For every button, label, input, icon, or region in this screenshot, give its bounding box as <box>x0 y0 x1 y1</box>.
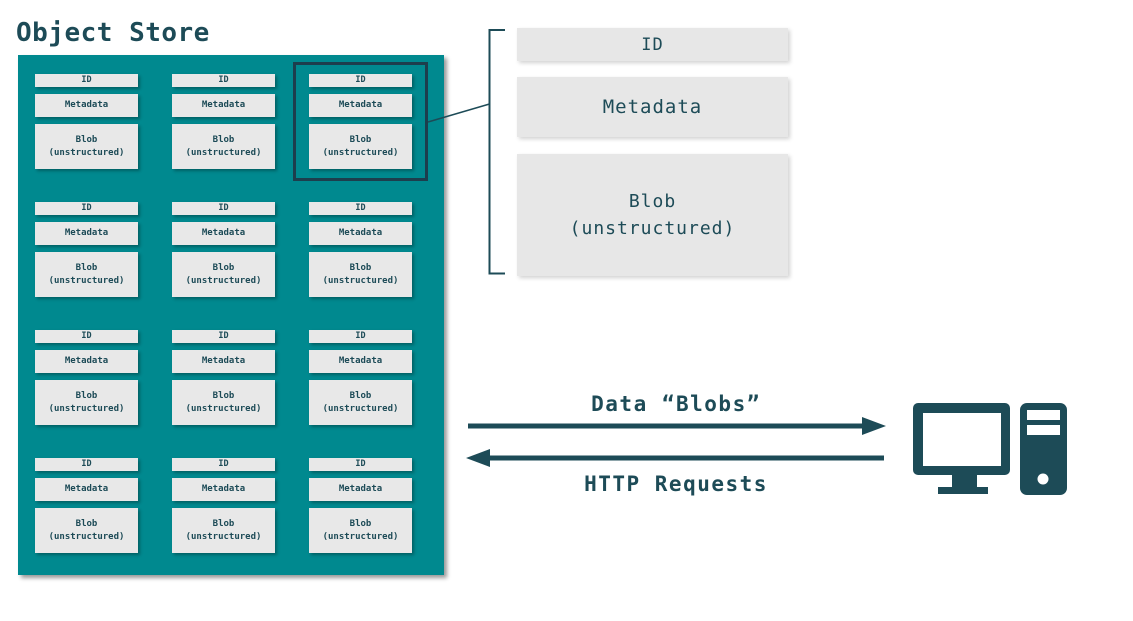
id-box: ID <box>309 458 412 471</box>
blob-label-line1: Blob <box>212 519 235 529</box>
object-cell-highlighted: ID Metadata Blob (unstructured) <box>309 74 412 169</box>
tower-slot-1 <box>1027 410 1060 420</box>
metadata-box: Metadata <box>35 350 138 373</box>
object-cell: ID Metadata Blob (unstructured) <box>35 202 138 297</box>
blob-label-line2: (unstructured) <box>322 147 399 158</box>
data-blobs-arrowhead-right-icon <box>862 417 886 435</box>
highlighted-cell-border <box>293 62 428 181</box>
blob-box: Blob (unstructured) <box>309 508 412 553</box>
blob-box: Blob (unstructured) <box>172 508 275 553</box>
blob-label-line1: Blob <box>212 135 235 145</box>
blob-box: Blob (unstructured) <box>35 124 138 169</box>
object-grid: ID Metadata Blob (unstructured) ID Metad… <box>35 74 412 553</box>
blob-label-line1: Blob <box>212 263 235 273</box>
blob-box: Blob (unstructured) <box>309 252 412 297</box>
tower-power-button <box>1037 473 1049 485</box>
tower-slot-2 <box>1027 425 1060 435</box>
monitor-stand <box>952 475 977 489</box>
id-box: ID <box>35 458 138 471</box>
metadata-box: Metadata <box>309 94 412 117</box>
detail-metadata-box: Metadata <box>517 77 788 137</box>
blob-label-line2: (unstructured) <box>48 403 125 414</box>
object-cell: ID Metadata Blob (unstructured) <box>35 74 138 169</box>
id-box: ID <box>35 202 138 215</box>
blob-label-line2: (unstructured) <box>322 403 399 414</box>
id-box: ID <box>309 330 412 343</box>
blob-label-line1: Blob <box>212 391 235 401</box>
object-cell: ID Metadata Blob (unstructured) <box>309 202 412 297</box>
blob-label-line1: Blob <box>75 391 98 401</box>
metadata-box: Metadata <box>172 94 275 117</box>
blob-label-line1: Blob <box>349 135 372 145</box>
blob-label-line2: (unstructured) <box>48 147 125 158</box>
blob-label-line2: (unstructured) <box>185 531 262 542</box>
blob-label-line2: (unstructured) <box>48 275 125 286</box>
id-box: ID <box>172 458 275 471</box>
metadata-box: Metadata <box>309 222 412 245</box>
id-box: ID <box>35 330 138 343</box>
blob-label-line1: Blob <box>349 519 372 529</box>
blob-box: Blob (unstructured) <box>35 508 138 553</box>
monitor-screen <box>923 413 1001 466</box>
page-title: Object Store <box>16 18 210 48</box>
metadata-box: Metadata <box>35 478 138 501</box>
desktop-computer-icon <box>913 403 1067 495</box>
id-box: ID <box>172 74 275 87</box>
detail-blob-line1: Blob <box>628 191 677 212</box>
monitor-base <box>938 487 988 494</box>
blob-label-line2: (unstructured) <box>322 275 399 286</box>
blob-label-line2: (unstructured) <box>185 403 262 414</box>
object-cell: ID Metadata Blob (unstructured) <box>309 330 412 425</box>
data-blobs-label: Data “Blobs” <box>591 392 761 416</box>
id-box: ID <box>35 74 138 87</box>
blob-label-line2: (unstructured) <box>185 147 262 158</box>
detail-id-box: ID <box>517 28 788 61</box>
blob-label-line1: Blob <box>349 263 372 273</box>
detail-bracket <box>488 29 505 275</box>
id-box: ID <box>172 202 275 215</box>
object-cell: ID Metadata Blob (unstructured) <box>172 202 275 297</box>
blob-box: Blob (unstructured) <box>35 252 138 297</box>
blob-box: Blob (unstructured) <box>309 124 412 169</box>
metadata-box: Metadata <box>172 478 275 501</box>
metadata-box: Metadata <box>172 222 275 245</box>
http-requests-label: HTTP Requests <box>584 472 768 496</box>
blob-box: Blob (unstructured) <box>309 380 412 425</box>
blob-box: Blob (unstructured) <box>172 124 275 169</box>
metadata-box: Metadata <box>172 350 275 373</box>
blob-box: Blob (unstructured) <box>35 380 138 425</box>
blob-label-line1: Blob <box>75 263 98 273</box>
blob-label-line1: Blob <box>75 135 98 145</box>
object-cell: ID Metadata Blob (unstructured) <box>35 330 138 425</box>
object-cell: ID Metadata Blob (unstructured) <box>172 74 275 169</box>
blob-box: Blob (unstructured) <box>172 380 275 425</box>
blob-label-line2: (unstructured) <box>48 531 125 542</box>
id-box: ID <box>309 202 412 215</box>
object-cell: ID Metadata Blob (unstructured) <box>172 330 275 425</box>
object-cell: ID Metadata Blob (unstructured) <box>172 458 275 553</box>
metadata-box: Metadata <box>309 350 412 373</box>
metadata-box: Metadata <box>309 478 412 501</box>
id-box: ID <box>172 330 275 343</box>
id-box: ID <box>309 74 412 87</box>
object-cell: ID Metadata Blob (unstructured) <box>309 458 412 553</box>
blob-label-line2: (unstructured) <box>185 275 262 286</box>
blob-label-line1: Blob <box>349 391 372 401</box>
object-cell: ID Metadata Blob (unstructured) <box>35 458 138 553</box>
detail-blob-line2: (unstructured) <box>569 218 736 239</box>
metadata-box: Metadata <box>35 222 138 245</box>
http-requests-arrowhead-left-icon <box>466 449 490 467</box>
detail-blob-box: Blob (unstructured) <box>517 154 788 276</box>
blob-label-line2: (unstructured) <box>322 531 399 542</box>
blob-label-line1: Blob <box>75 519 98 529</box>
object-store-container: ID Metadata Blob (unstructured) ID Metad… <box>18 55 444 575</box>
blob-box: Blob (unstructured) <box>172 252 275 297</box>
metadata-box: Metadata <box>35 94 138 117</box>
